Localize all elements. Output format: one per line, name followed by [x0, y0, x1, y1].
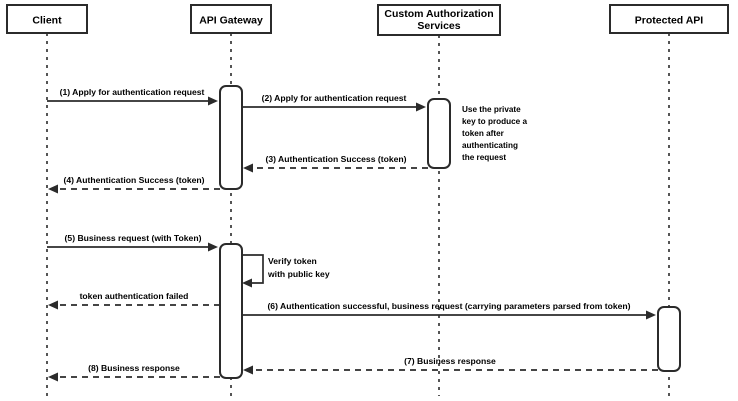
message-self-verify-token-arrowhead-icon	[242, 278, 252, 288]
message-3[interactable]: (3) Authentication Success (token)	[243, 154, 428, 173]
lifeline-header-protected-api[interactable]: Protected API	[609, 4, 729, 34]
message-self-verify-token[interactable]: Verify token with public key	[242, 254, 330, 288]
note-private-key-line-3: token after	[462, 129, 505, 138]
message-7-label: (7) Business response	[404, 356, 496, 366]
lifeline-box-client[interactable]	[6, 4, 88, 34]
message-2-arrowhead-icon	[416, 102, 426, 112]
lifeline-label-custom-authorization-services-line2: Services	[417, 20, 460, 32]
message-4-arrowhead-icon	[48, 184, 58, 194]
activation-bar-api-gateway-business[interactable]	[219, 243, 243, 379]
activation-bars-group	[219, 85, 681, 379]
message-3-arrowhead-icon	[243, 163, 253, 173]
message-6-arrowhead-icon	[646, 310, 656, 320]
message-1-label: (1) Apply for authentication request	[60, 87, 205, 97]
lifeline-label-protected-api: Protected API	[635, 14, 704, 26]
note-private-key-line-5: the request	[462, 153, 506, 162]
message-5[interactable]: (5) Business request (with Token)	[47, 233, 218, 252]
message-1-arrowhead-icon	[208, 96, 218, 106]
lifeline-label-client: Client	[32, 14, 62, 26]
activation-bar-custom-authorization-services[interactable]	[427, 98, 451, 169]
lifeline-header-custom-authorization-services[interactable]: Custom Authorization Services	[377, 4, 501, 36]
lifeline-box-api-gateway[interactable]	[190, 4, 272, 34]
lifeline-box-custom-authorization-services[interactable]	[377, 4, 501, 36]
lifeline-header-api-gateway[interactable]: API Gateway	[190, 4, 272, 34]
message-3-label: (3) Authentication Success (token)	[265, 154, 406, 164]
lifeline-label-custom-authorization-services-line1: Custom Authorization	[384, 8, 493, 20]
message-7-arrowhead-icon	[243, 365, 253, 375]
lifeline-box-protected-api[interactable]	[609, 4, 729, 34]
message-token-authentication-failed-arrowhead-icon	[48, 300, 58, 310]
activation-bar-api-gateway-auth[interactable]	[219, 85, 243, 190]
note-private-key-line-2: key to produce a	[462, 117, 528, 126]
message-8[interactable]: (8) Business response	[48, 363, 220, 382]
message-4-label: (4) Authentication Success (token)	[63, 175, 204, 185]
message-4[interactable]: (4) Authentication Success (token)	[48, 175, 220, 194]
message-self-verify-token-label-line2: with public key	[267, 269, 330, 279]
message-8-label: (8) Business response	[88, 363, 180, 373]
note-private-key: Use the private key to produce a token a…	[462, 105, 528, 162]
message-2[interactable]: (2) Apply for authentication request	[242, 93, 426, 112]
message-self-verify-token-loop	[242, 254, 264, 284]
message-2-label: (2) Apply for authentication request	[262, 93, 407, 103]
message-5-arrowhead-icon	[208, 242, 218, 252]
message-1[interactable]: (1) Apply for authentication request	[47, 87, 218, 106]
message-5-label: (5) Business request (with Token)	[65, 233, 202, 243]
lifeline-header-client[interactable]: Client	[6, 4, 88, 34]
message-self-verify-token-label-line1: Verify token	[268, 256, 317, 266]
note-private-key-line-4: authenticating	[462, 141, 518, 150]
message-6[interactable]: (6) Authentication successful, business …	[242, 301, 656, 320]
message-token-authentication-failed-label: token authentication failed	[80, 291, 189, 301]
message-7[interactable]: (7) Business response	[243, 356, 658, 375]
message-8-arrowhead-icon	[48, 372, 58, 382]
activation-bar-protected-api[interactable]	[657, 306, 681, 372]
message-6-label: (6) Authentication successful, business …	[267, 301, 630, 311]
note-private-key-line-1: Use the private	[462, 105, 521, 114]
lifeline-label-api-gateway: API Gateway	[199, 14, 263, 26]
message-token-authentication-failed[interactable]: token authentication failed	[48, 291, 220, 310]
